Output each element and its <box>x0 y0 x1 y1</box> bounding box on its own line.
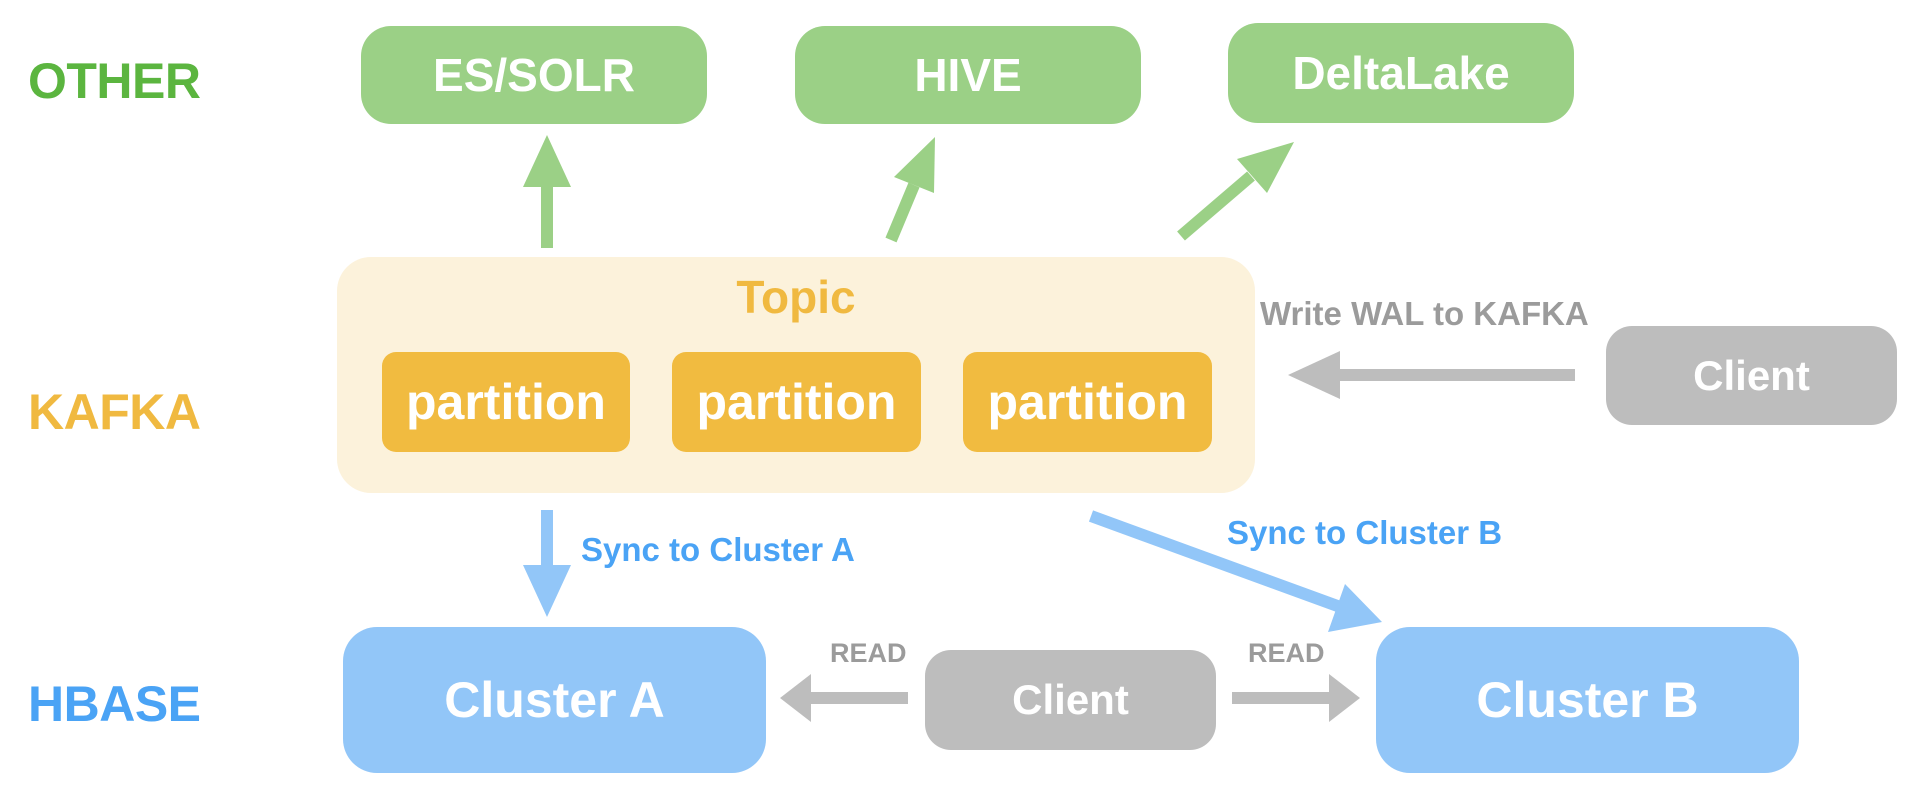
partition-1: partition <box>382 352 630 452</box>
layer-label-kafka: KAFKA <box>28 384 201 440</box>
arrow-topic-to-es-solr <box>523 135 571 248</box>
edge-label-sync-b: Sync to Cluster B <box>1227 514 1503 551</box>
arrow-sync-to-cluster-b <box>1088 510 1382 632</box>
edge-label-write-wal: Write WAL to KAFKA <box>1260 295 1589 332</box>
arrow-read-to-cluster-a <box>780 674 908 722</box>
edge-label-read-b: READ <box>1248 638 1325 668</box>
edge-label-read-a: READ <box>830 638 907 668</box>
partition-3: partition <box>963 352 1212 452</box>
client-writer: Client <box>1606 326 1897 425</box>
partition-2: partition <box>672 352 921 452</box>
cluster-a: Cluster A <box>343 627 766 773</box>
arrow-sync-to-cluster-a <box>523 510 571 617</box>
arrow-client-to-kafka <box>1288 351 1575 399</box>
arrow-topic-to-hive <box>885 137 935 243</box>
arrow-read-to-cluster-b <box>1232 674 1360 722</box>
topic-label: Topic <box>736 271 856 323</box>
sink-hive: HIVE <box>795 26 1141 124</box>
sink-deltalake: DeltaLake <box>1228 23 1574 123</box>
sink-es-solr: ES/SOLR <box>361 26 707 124</box>
layer-label-other: OTHER <box>28 53 201 109</box>
edge-label-sync-a: Sync to Cluster A <box>581 531 855 568</box>
arrow-topic-to-deltalake <box>1177 142 1294 241</box>
layer-label-hbase: HBASE <box>28 676 201 732</box>
cluster-b: Cluster B <box>1376 627 1799 773</box>
client-reader: Client <box>925 650 1216 750</box>
